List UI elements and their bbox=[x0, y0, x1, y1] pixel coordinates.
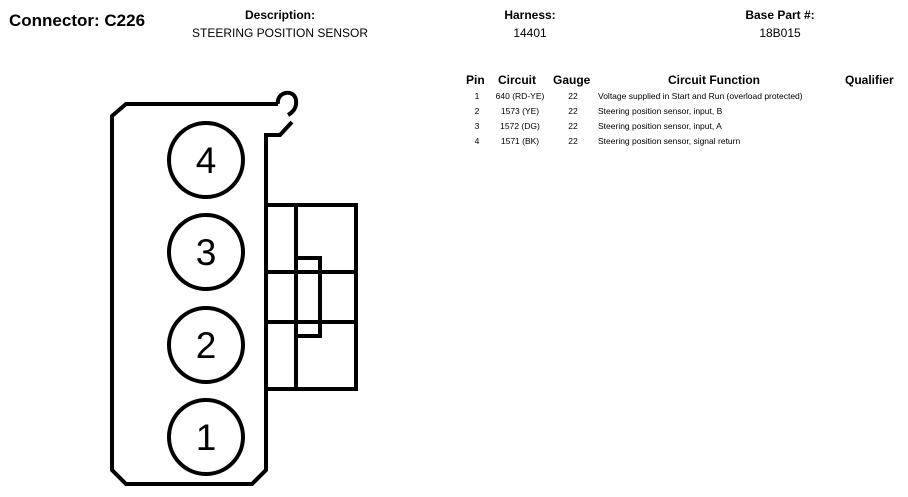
circuit-cell: 1573 (YE) bbox=[500, 106, 540, 116]
pin-cell: 3 bbox=[474, 121, 480, 131]
circuit-cell: 1571 (BK) bbox=[500, 136, 540, 146]
column-header-qualifier: Qualifier bbox=[845, 73, 894, 87]
column-header-gauge: Gauge bbox=[553, 73, 591, 87]
connector-housing-outline bbox=[110, 102, 294, 486]
pin-cell: 1 bbox=[474, 91, 480, 101]
harness-value: 14401 bbox=[513, 26, 547, 40]
function-cell: Steering position sensor, input, A bbox=[598, 121, 722, 131]
gauge-cell: 22 bbox=[568, 121, 578, 131]
pin-cavity-2 bbox=[167, 306, 245, 384]
pin-cavity-1 bbox=[167, 398, 245, 476]
side-tab-inner-latch bbox=[296, 256, 322, 338]
circuit-cell: 1572 (DG) bbox=[500, 121, 540, 131]
table-row: 3 1572 (DG) 22 Steering position sensor,… bbox=[0, 121, 908, 135]
table-row: 4 1571 (BK) 22 Steering position sensor,… bbox=[0, 136, 908, 150]
pin-cavity-3 bbox=[167, 213, 245, 291]
harness-label: Harness: bbox=[504, 8, 556, 22]
pin-label-2: 2 bbox=[196, 325, 217, 366]
function-cell: Steering position sensor, signal return bbox=[598, 136, 741, 146]
column-header-circuit-function: Circuit Function bbox=[668, 73, 760, 87]
connector-title: Connector: C226 bbox=[9, 11, 146, 30]
function-cell: Steering position sensor, input, B bbox=[598, 106, 723, 116]
base-part-label: Base Part #: bbox=[745, 8, 815, 22]
locking-latch bbox=[275, 90, 299, 117]
circuit-cell: 640 (RD-YE) bbox=[495, 91, 545, 101]
table-row: 1 640 (RD-YE) 22 Voltage supplied in Sta… bbox=[0, 91, 908, 105]
column-header-circuit: Circuit bbox=[498, 73, 537, 87]
pin-cell: 4 bbox=[474, 136, 480, 146]
gauge-cell: 22 bbox=[568, 136, 578, 146]
side-tab-body bbox=[266, 203, 358, 391]
description-label: Description: bbox=[244, 8, 315, 22]
description-value: STEERING POSITION SENSOR bbox=[191, 26, 369, 40]
column-header-pin: Pin bbox=[466, 73, 485, 87]
pin-cell: 2 bbox=[474, 106, 480, 116]
base-part-value: 18B015 bbox=[759, 26, 801, 40]
function-cell: Voltage supplied in Start and Run (overl… bbox=[598, 91, 803, 101]
gauge-cell: 22 bbox=[568, 91, 578, 101]
pin-label-3: 3 bbox=[196, 232, 217, 273]
pin-label-1: 1 bbox=[196, 417, 217, 458]
pin-cavity-4 bbox=[167, 121, 245, 199]
table-row: 2 1573 (YE) 22 Steering position sensor,… bbox=[0, 106, 908, 120]
pin-label-4: 4 bbox=[196, 140, 217, 181]
gauge-cell: 22 bbox=[568, 106, 578, 116]
